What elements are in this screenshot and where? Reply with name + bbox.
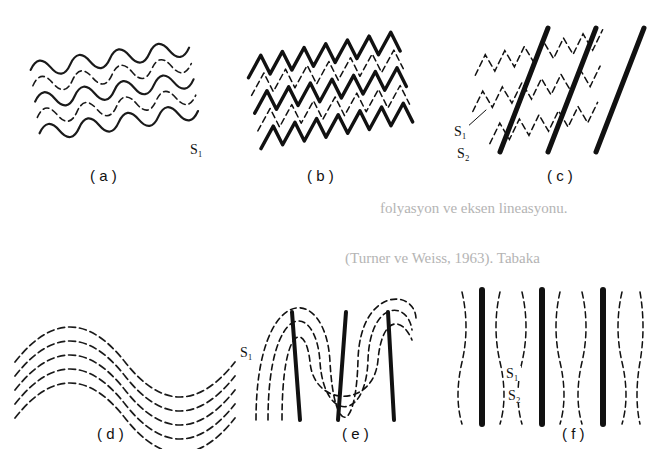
- panel-label: ( c ): [545, 168, 575, 185]
- fold-d: [15, 327, 235, 449]
- panel-label: ( d ): [95, 426, 126, 443]
- fold-c: [462, 28, 644, 152]
- foliation-label: S₁: [452, 124, 469, 139]
- panel-label: ( e ): [340, 426, 371, 443]
- s2-cleavage: [482, 290, 603, 424]
- fold-trace: [245, 31, 413, 148]
- panel-label: ( a ): [88, 168, 119, 185]
- foliation-trace: [248, 49, 409, 131]
- foliation-label: S₁: [504, 366, 521, 381]
- fold-trace: [30, 40, 200, 141]
- s1-trace: [15, 327, 235, 449]
- s2-cleavage: [500, 28, 644, 152]
- s1-trace: [458, 292, 643, 424]
- panel-label: ( b ): [305, 168, 336, 185]
- s1-trace: [256, 299, 416, 420]
- fold-a: [30, 40, 200, 141]
- s1-leader: [466, 110, 486, 128]
- foliation-label: S₂: [506, 388, 523, 403]
- foliation-trace: [32, 56, 197, 126]
- fold-b: [245, 31, 413, 148]
- s2-cleavage: [292, 312, 394, 420]
- panel-label: ( f ): [560, 426, 587, 443]
- background-text: (Turner ve Weiss, 1963). Tabaka: [345, 250, 540, 267]
- fold-e: [256, 299, 416, 420]
- foliation-label: S₁: [188, 142, 205, 157]
- foliation-label: S₂: [455, 146, 472, 161]
- foliation-label: S₁: [238, 345, 255, 360]
- fold-f: [458, 290, 643, 424]
- background-text: folyasyon ve eksen lineasyonu.: [380, 200, 567, 217]
